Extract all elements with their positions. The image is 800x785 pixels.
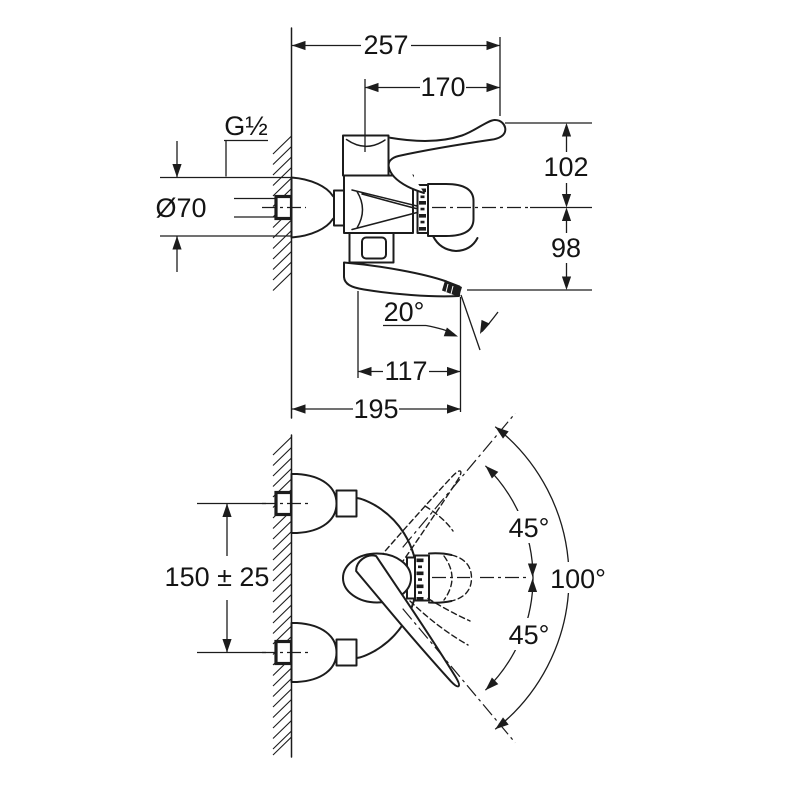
side-view: 257 170 G½ Ø70 <box>155 27 592 424</box>
dim-label-102: 102 <box>543 152 588 182</box>
adjust-ring-ticks <box>419 188 426 231</box>
hidden-detail-dashes <box>409 505 471 646</box>
dim-label-98: 98 <box>551 233 581 263</box>
side-knob <box>427 183 475 237</box>
lever-side <box>387 118 507 194</box>
dim-label-100: 100° <box>550 564 606 594</box>
adjust-ring-top-ticks <box>416 558 424 601</box>
check-valve-inner <box>361 236 387 260</box>
dim-label-45-upper: 45° <box>509 513 550 543</box>
escutcheon-collar <box>333 189 345 227</box>
swing-inner-arc <box>482 462 538 694</box>
dim-overall-width: 257 <box>292 30 501 116</box>
lower-union-neck <box>335 638 358 667</box>
dim-spout-angle: 20° <box>383 294 499 412</box>
wall-hatching-lower <box>272 436 292 756</box>
top-view: 150 ± 25 45° 100° 45 <box>165 412 607 758</box>
top-knob-edges <box>428 552 453 604</box>
dim-lever-reach: 170 <box>364 72 500 152</box>
dim-label-20deg: 20° <box>384 297 425 327</box>
dim-escutcheon-diameter: Ø70 <box>155 141 291 272</box>
dim-spout-projection: 117 <box>357 291 461 386</box>
dim-label-diameter: Ø70 <box>155 193 206 223</box>
lever-fill <box>388 119 506 193</box>
swing-angle-rays <box>402 412 528 744</box>
dim-thread: G½ <box>224 111 268 177</box>
dim-label-thread: G½ <box>224 111 268 141</box>
dim-connection-distance: 150 ± 25 <box>165 502 270 654</box>
dim-upper-height: 102 <box>505 122 592 208</box>
dim-label-45-lower: 45° <box>509 620 550 650</box>
dim-overall-projection: 195 <box>292 394 461 424</box>
dim-label-117: 117 <box>384 356 427 386</box>
dim-label-170: 170 <box>420 72 465 102</box>
swing-angle-labels: 45° 100° 45° <box>504 511 607 650</box>
aerator-tip-lines <box>445 283 454 295</box>
dim-label-150: 150 ± 25 <box>165 562 270 592</box>
body-neck-joins <box>355 497 377 659</box>
cap-curve <box>345 138 386 148</box>
dim-label-195: 195 <box>353 394 398 424</box>
dim-label-257: 257 <box>363 30 408 60</box>
knob-bowl <box>432 235 479 252</box>
spout <box>343 261 461 298</box>
upper-union-neck <box>335 489 358 518</box>
dim-lower-height: 98 <box>467 207 592 291</box>
top-knob-dome-hidden <box>450 554 473 602</box>
